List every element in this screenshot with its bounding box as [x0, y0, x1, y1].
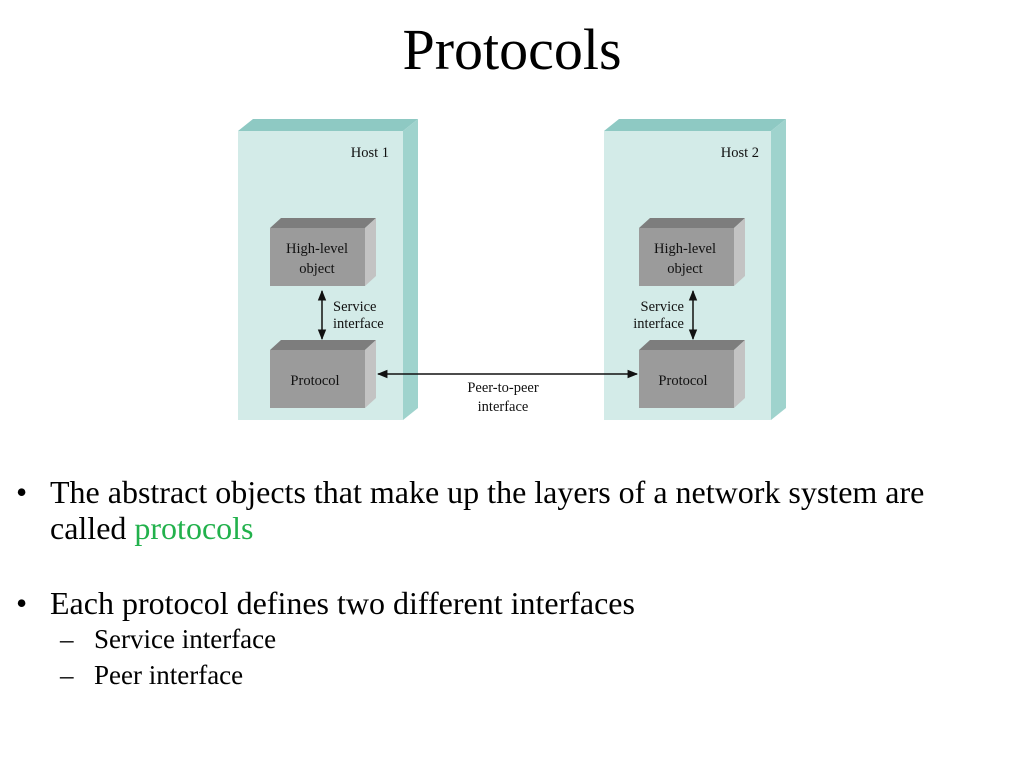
peer-label-line1: Peer-to-peer [467, 380, 539, 396]
dash-marker: – [60, 660, 74, 690]
sub-2-text: Peer interface [94, 660, 244, 690]
bullet-marker: • [16, 474, 28, 510]
peer-label-line2: interface [478, 399, 529, 415]
dash-marker: – [60, 624, 74, 654]
host-1-protocol-label: Protocol [290, 373, 339, 389]
bullet-marker: • [16, 585, 28, 621]
slide-title: Protocols [402, 17, 622, 82]
sub-item-peer-interface: – Peer interface [14, 657, 1004, 693]
host-1-high-level-label-line2: object [299, 261, 334, 277]
host-2-high-level-label-line1: High-level [654, 241, 716, 257]
host-1-protocol: Protocol [270, 340, 376, 408]
host-1-service-label-line1: Service [333, 299, 376, 315]
protocol-diagram: Host 1 Host 2 High-level object Protocol… [238, 119, 786, 420]
host-2-high-level-object: High-level object [639, 218, 745, 286]
sub-1-text: Service interface [94, 624, 277, 654]
host-1-high-level-object: High-level object [270, 218, 376, 286]
host-2-protocol-label: Protocol [658, 373, 707, 389]
host-2-high-level-label-line2: object [667, 261, 702, 277]
host-2-protocol: Protocol [639, 340, 745, 408]
host-1-high-level-label-line1: High-level [286, 241, 348, 257]
host-2-label: Host 2 [721, 145, 759, 161]
bullet-item-interfaces: • Each protocol defines two different in… [14, 585, 1004, 621]
bullet-1-highlight: protocols [134, 510, 254, 546]
bullet-list: • The abstract objects that make up the … [14, 474, 1004, 693]
bullet-2-text: Each protocol defines two different inte… [50, 585, 635, 621]
host-1-service-label-line2: interface [333, 316, 384, 332]
sub-item-service-interface: – Service interface [14, 621, 1004, 657]
bullet-item-protocols: • The abstract objects that make up the … [14, 474, 1004, 546]
host-2-service-label-line1: Service [641, 299, 684, 315]
host-1-label: Host 1 [351, 145, 389, 161]
bullet-1-text: The abstract objects that make up the la… [50, 474, 925, 546]
host-2-service-label-line2: interface [633, 316, 684, 332]
